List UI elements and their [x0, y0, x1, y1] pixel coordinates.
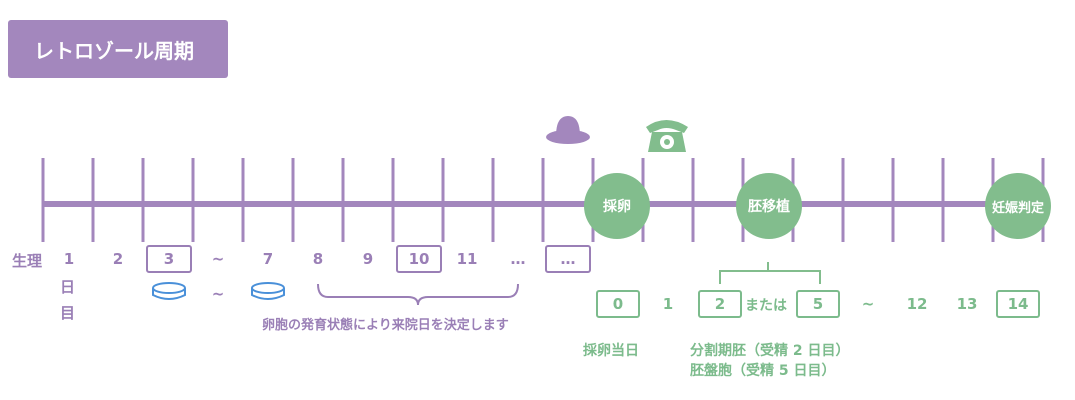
post-day-13: 13 — [956, 295, 978, 313]
post-day-2-box: 2 — [698, 290, 742, 318]
day-3-box: 3 — [146, 245, 192, 273]
embryo-note-1: 分割期胚（受精 2 日目） — [690, 343, 850, 359]
dots-box: … — [545, 245, 591, 273]
tilde: ~ — [211, 250, 225, 268]
day-9: 9 — [362, 250, 374, 268]
post-tilde: ~ — [861, 295, 875, 313]
post-day-12: 12 — [906, 295, 928, 313]
post-day-0-box: 0 — [596, 290, 640, 318]
pill-icon — [152, 282, 186, 300]
day-1-char2: 目 — [60, 304, 76, 322]
day-2: 2 — [112, 250, 124, 268]
post-day-14-box: 14 — [996, 290, 1040, 318]
post-day-1: 1 — [662, 295, 674, 313]
pill-icon — [251, 282, 285, 300]
ultrasound-probe-icon — [546, 116, 590, 144]
day-10-box: 10 — [396, 245, 442, 273]
retrieval-day-label: 採卵当日 — [583, 343, 639, 359]
or-text: または — [745, 298, 787, 314]
cycle-label: 生理 — [12, 252, 43, 270]
visit-brace — [317, 283, 519, 306]
post-day-5-box: 5 — [796, 290, 840, 318]
embryo-note-2: 胚盤胞（受精 5 日目） — [690, 363, 836, 379]
day-7: 7 — [262, 250, 274, 268]
dots: … — [510, 250, 526, 268]
visit-note: 卵胞の発育状態により来院日を決定します — [262, 318, 509, 333]
page-title: レトロゾール周期 — [8, 20, 228, 78]
telephone-icon — [646, 120, 688, 152]
day-1: 1 — [63, 250, 75, 268]
pregnancy-test-circle: 妊娠判定 — [985, 173, 1051, 239]
day-1-char1: 日 — [60, 278, 76, 296]
transfer-bracket — [719, 262, 821, 284]
retrieval-circle: 採卵 — [584, 173, 650, 239]
tick-marks — [41, 158, 1045, 242]
day-8: 8 — [312, 250, 324, 268]
day-11: 11 — [456, 250, 478, 268]
tilde-pills: ~ — [211, 285, 225, 303]
transfer-circle: 胚移植 — [736, 173, 802, 239]
